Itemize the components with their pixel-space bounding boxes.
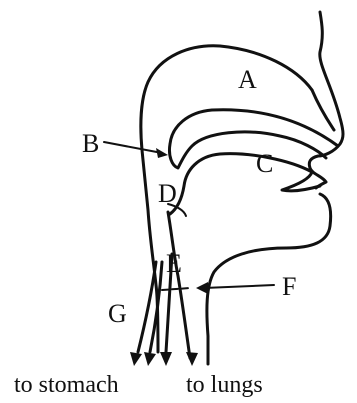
tongue <box>170 154 320 214</box>
jaw-neck <box>207 194 331 364</box>
label-a: A <box>238 65 257 94</box>
caption-to-lungs: to lungs <box>186 372 263 398</box>
label-b: B <box>82 129 99 158</box>
arrow-stomach-left <box>130 352 142 366</box>
arrow-f-line <box>204 285 274 288</box>
vocal-cords <box>162 288 190 290</box>
arrow-lungs-left <box>160 352 172 366</box>
label-f: F <box>282 272 296 301</box>
caption-to-stomach: to stomach <box>14 372 119 398</box>
label-d: D <box>158 179 177 208</box>
arrow-lungs-right <box>186 352 198 366</box>
nose-outline <box>312 90 334 130</box>
arrow-b-head <box>156 148 168 158</box>
arrow-stomach-right <box>144 352 156 366</box>
arrow-b-line <box>104 142 162 153</box>
label-e: E <box>166 249 182 278</box>
arrow-f-head <box>196 282 208 294</box>
label-g: G <box>108 299 127 328</box>
label-c: C <box>256 149 273 178</box>
